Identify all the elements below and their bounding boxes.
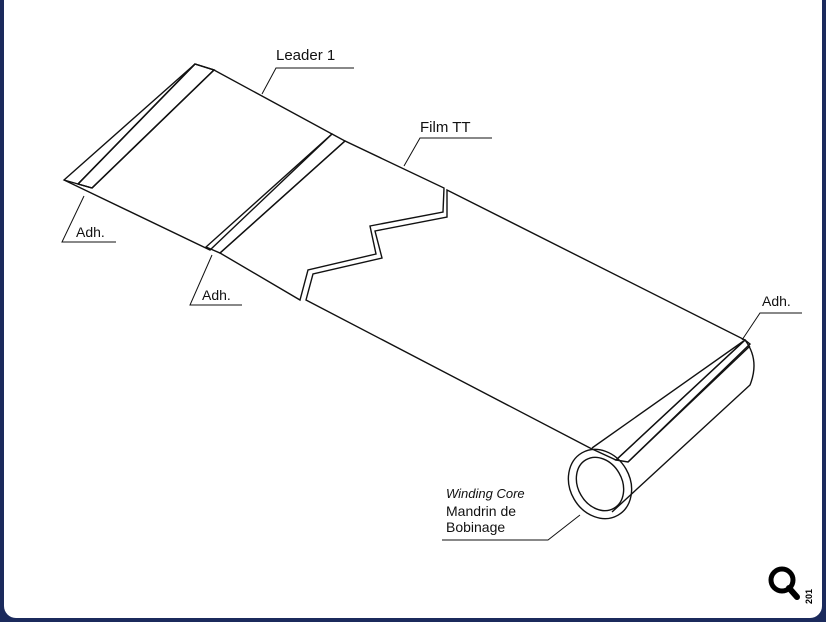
label-leader: Leader 1 xyxy=(276,47,335,64)
film-upper xyxy=(218,140,445,302)
adhesive-strip-right xyxy=(614,339,752,463)
leader-outline xyxy=(62,63,334,251)
label-mandrin-line2: Bobinage xyxy=(446,519,505,535)
winding-core-body xyxy=(591,339,755,513)
winding-core-inner-ring xyxy=(575,456,625,512)
label-adh-left: Adh. xyxy=(76,224,105,240)
label-film: Film TT xyxy=(420,119,471,136)
adhesive-strip-left xyxy=(76,63,216,189)
winding-core-outer-ring xyxy=(567,448,633,520)
label-adh-right: Adh. xyxy=(762,293,791,309)
film-lower xyxy=(305,188,747,461)
magnifier-icon[interactable] xyxy=(768,566,800,600)
label-winding-core: Winding Core xyxy=(446,486,525,501)
adhesive-strip-middle xyxy=(204,133,347,254)
film-leader-diagram: Leader 1 Film TT Adh. Adh. Adh. Winding … xyxy=(61,47,814,604)
page-number: 201 xyxy=(804,589,814,604)
label-adh-middle: Adh. xyxy=(202,287,231,303)
diagram-panel: Leader 1 Film TT Adh. Adh. Adh. Winding … xyxy=(4,0,822,618)
label-mandrin-line1: Mandrin de xyxy=(446,503,516,519)
